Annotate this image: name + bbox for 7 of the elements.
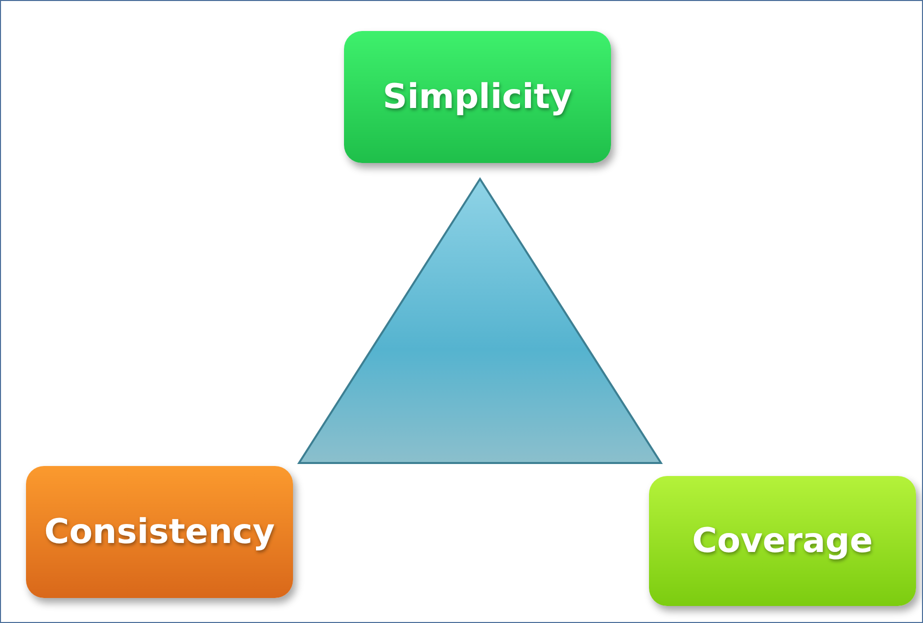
- rounded-box: [26, 466, 293, 598]
- rounded-box: [649, 476, 916, 606]
- triangle-shape: [297, 177, 663, 467]
- node-label: Consistency: [44, 512, 275, 552]
- node-label: Simplicity: [382, 77, 572, 117]
- node-label: Coverage: [692, 521, 873, 561]
- rounded-box: [344, 31, 611, 163]
